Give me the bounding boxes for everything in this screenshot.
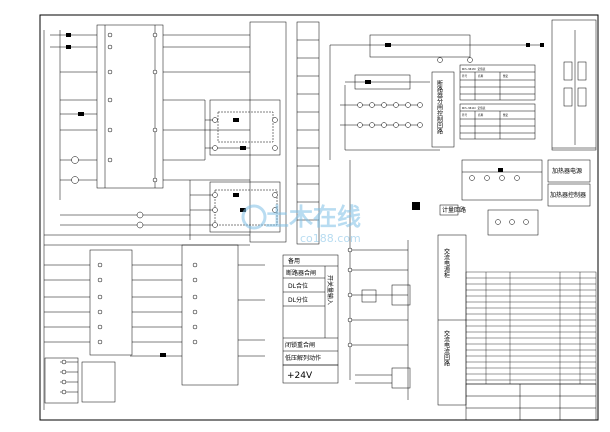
middle-terminal-strip [296, 21, 320, 245]
table-b-title: RCS-9611C 定值表 [462, 106, 486, 110]
ac-power-cabinet-label: 交流电源柜 [443, 247, 450, 279]
heater-label: 加热器电源 [552, 167, 582, 175]
io-label-dl-closed: DL合位 [288, 282, 308, 290]
watermark-url-text: co188.com [300, 232, 361, 245]
io-label-24v: +24V [287, 371, 313, 381]
drawing-border [39, 14, 599, 421]
io-label-lock: 闭锁重合闸 [285, 341, 315, 349]
left-wiring-group [43, 21, 287, 410]
table-a-title: RCS-9613C 定值表 [462, 67, 486, 71]
watermark-logo-icon [241, 204, 267, 230]
title-block [465, 383, 597, 421]
center-terminals [347, 57, 529, 348]
io-labels: 备用 断路器合闸 DL合位 DL分位 开关量输入 闭锁重合闸 低压解列动作 +2… [285, 257, 334, 381]
io-label-input: 开关量输入 [326, 275, 334, 305]
center-wiring-group [329, 34, 591, 400]
terminal-circles-left [61, 32, 278, 395]
table-b-col-2: 名称 [478, 113, 484, 117]
table-a-col-3: 整定 [503, 74, 509, 78]
io-label-spare: 备用 [288, 257, 300, 265]
table-b-col-1: 符号 [462, 113, 468, 117]
table-a-col-2: 名称 [478, 74, 484, 78]
center-labels: 断路器分闸控制回路 RCS-9613C 定值表 符号 名称 整定 RCS-961… [436, 67, 587, 214]
io-label-splitting: 低压解列动作 [285, 354, 321, 362]
bill-of-materials [465, 271, 597, 385]
ac-current-loop-label: 交流电流回路 [443, 329, 450, 367]
metering-label: 计量回路 [442, 206, 466, 214]
io-label-box [282, 254, 339, 366]
watermark-cn-text: 土木在线 [265, 203, 361, 231]
heater-control-label: 加热器控制器 [550, 191, 586, 199]
table-a-col-1: 符号 [462, 74, 468, 78]
component-symbols [66, 33, 544, 357]
table-b-col-3: 整定 [503, 113, 509, 117]
top-right-unit [551, 19, 597, 151]
watermark: 土木在线 co188.com [241, 203, 361, 245]
breaker-control-label: 断路器分闸控制回路 [436, 79, 443, 135]
io-label-close: 断路器合闸 [286, 269, 316, 277]
io-label-dl-open: DL分位 [288, 296, 308, 304]
